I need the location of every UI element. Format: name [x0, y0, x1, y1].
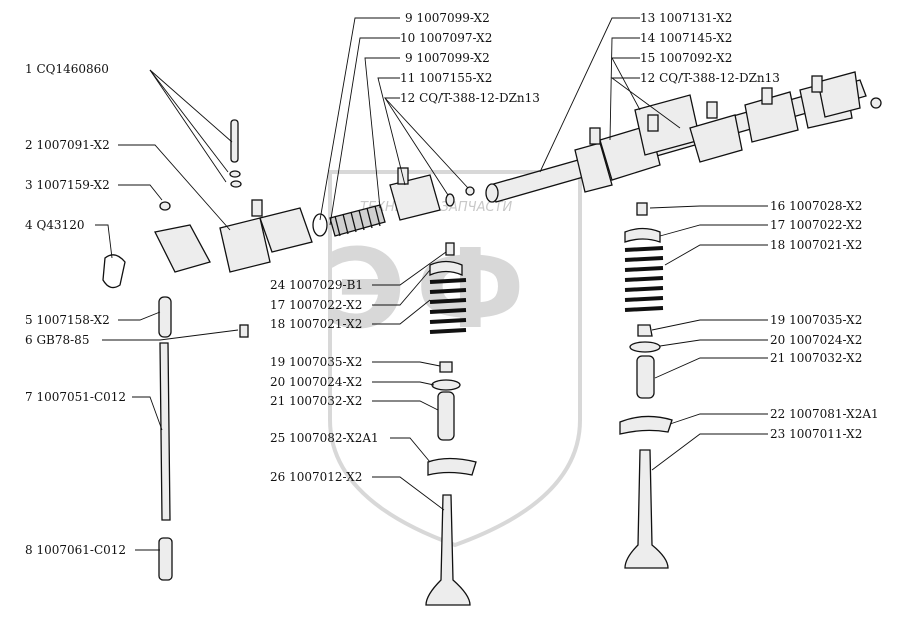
label-17m: 17 1007022-X2 — [270, 298, 363, 312]
label-26: 26 1007012-X2 — [270, 470, 363, 484]
label-2: 2 1007091-X2 — [25, 138, 110, 152]
guide-21m — [437, 391, 455, 441]
retaining-ring-4 — [102, 254, 126, 289]
label-22: 22 1007081-X2A1 — [770, 407, 879, 421]
washer-10 — [312, 213, 328, 237]
pushrod-7 — [159, 342, 171, 521]
retainer-17m — [429, 260, 463, 276]
label-12a: 12 CQ/T-388-12-DZn13 — [400, 91, 540, 105]
circlip-12a — [465, 186, 475, 196]
keeper-19m — [439, 361, 453, 373]
washer-20m — [431, 379, 461, 391]
retainer-17r — [624, 227, 661, 243]
label-20m: 20 1007024-X2 — [270, 375, 363, 389]
valve-assembly-middle — [425, 242, 477, 606]
spring-18r — [624, 246, 664, 312]
leader-lines — [95, 17, 768, 551]
label-3: 3 1007159-X2 — [25, 178, 110, 192]
label-21m: 21 1007032-X2 — [270, 394, 363, 408]
guide-21r — [636, 355, 655, 399]
label-25: 25 1007082-X2A1 — [270, 431, 379, 445]
label-8: 8 1007061-C012 — [25, 543, 127, 557]
label-7: 7 1007051-C012 — [25, 390, 127, 404]
cap-16 — [636, 202, 648, 216]
label-4: 4 Q43120 — [25, 218, 85, 232]
label-24: 24 1007029-B1 — [270, 278, 364, 292]
label-11: 11 1007155-X2 — [400, 71, 493, 85]
cap-24 — [445, 242, 455, 256]
valve-26 — [425, 494, 471, 606]
washer-20r — [629, 341, 661, 353]
label-15: 15 1007092-X2 — [640, 51, 733, 65]
label-18m: 18 1007021-X2 — [270, 317, 363, 331]
label-9b: 9 1007099-X2 — [405, 51, 490, 65]
label-10: 10 1007097-X2 — [400, 31, 493, 45]
label-19r: 19 1007035-X2 — [770, 313, 863, 327]
seat-22 — [619, 415, 673, 435]
plug-3 — [159, 201, 171, 211]
label-13: 13 1007131-X2 — [640, 11, 733, 25]
label-21r: 21 1007032-X2 — [770, 351, 863, 365]
label-9a: 9 1007099-X2 — [405, 11, 490, 25]
tappet-8 — [158, 537, 173, 581]
valve-assembly-right — [619, 202, 673, 569]
rocker-arm-group-left — [154, 167, 441, 273]
label-20r: 20 1007024-X2 — [770, 333, 863, 347]
keeper-19r — [637, 324, 653, 337]
adjusting-screw-5 — [158, 296, 172, 338]
shaft-spring — [329, 204, 386, 237]
spring-18m — [429, 278, 467, 334]
label-23: 23 1007011-X2 — [770, 427, 863, 441]
nut-6 — [239, 324, 249, 338]
pin-1c — [230, 180, 242, 188]
valve-23 — [624, 449, 669, 569]
pin-1b — [229, 170, 241, 178]
label-1: 1 CQ1460860 — [25, 62, 109, 76]
label-14: 14 1007145-X2 — [640, 31, 733, 45]
split-pin-1 — [230, 119, 239, 163]
washer-9b — [445, 193, 455, 207]
seat-25 — [427, 457, 477, 476]
label-12b: 12 CQ/T-388-12-DZn13 — [640, 71, 780, 85]
label-17r: 17 1007022-X2 — [770, 218, 863, 232]
label-16: 16 1007028-X2 — [770, 199, 863, 213]
label-18r: 18 1007021-X2 — [770, 238, 863, 252]
label-19m: 19 1007035-X2 — [270, 355, 363, 369]
watermark-letters: ЭФ — [325, 225, 535, 353]
label-6: 6 GB78-85 — [25, 333, 90, 347]
label-5: 5 1007158-X2 — [25, 313, 110, 327]
rocker-arm-group-right — [574, 71, 882, 193]
